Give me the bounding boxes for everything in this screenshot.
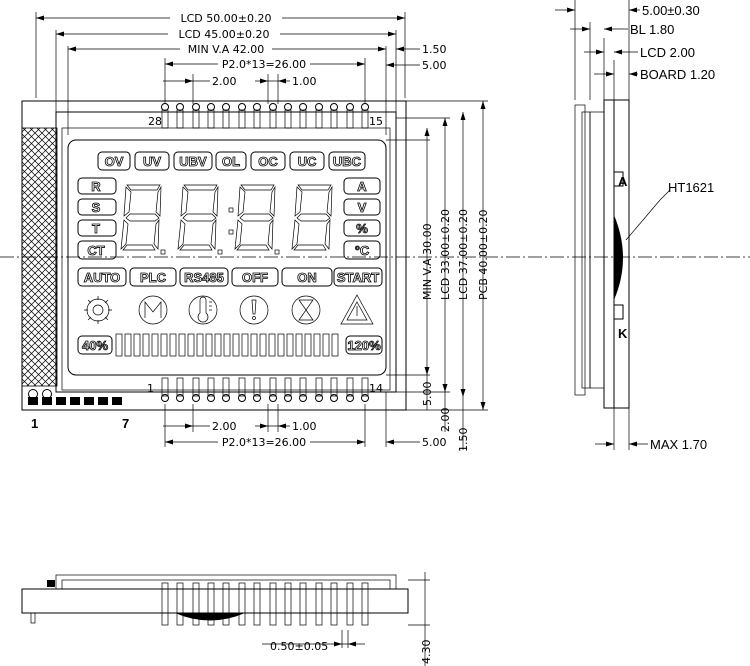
seg-uv: UV — [143, 154, 161, 169]
dim-bottom-500: 5.00 — [422, 436, 447, 449]
alarm-triangle-icon — [340, 294, 374, 325]
seg-plc: PLC — [140, 270, 167, 285]
viewing-area — [67, 139, 387, 376]
bottom-pin-pitch: 0.50±0.05 — [270, 640, 328, 653]
pin-label-14: 14 — [369, 382, 383, 395]
top-dimensions: LCD 50.00±0.20 LCD 45.00±0.20 MIN V.A 42… — [35, 11, 447, 135]
dim-pin-w2-bottom: 2.00 — [212, 420, 237, 433]
bottom-height: 4.30 — [420, 640, 433, 665]
seg-off: OFF — [242, 270, 268, 285]
lcd-glass — [55, 111, 397, 393]
seg-on: ON — [297, 270, 317, 285]
top-pins — [161, 103, 369, 129]
pin-label-1: 1 — [147, 382, 154, 395]
status-row: OV UV UBV OL OC UC UBC — [97, 151, 366, 171]
side-max: MAX 1.70 — [650, 437, 707, 452]
dim-pcb-40: PCB 40.00±0.20 — [477, 209, 490, 300]
seg-120pct: 120% — [347, 338, 381, 353]
seg-a: A — [357, 179, 367, 194]
seg-s: S — [92, 200, 101, 215]
dim-right-500: 5.00 — [422, 59, 447, 72]
side-thickness: 5.00±0.30 — [642, 3, 700, 18]
side-lcd: LCD 2.00 — [640, 45, 695, 60]
gear-icon — [84, 296, 112, 324]
bargraph: 40% 120% — [77, 333, 383, 357]
icon-row — [84, 294, 374, 325]
left-connector — [28, 389, 122, 405]
bottom-dimensions: 2.00 1.00 P2.0*13=26.00 5.00 — [163, 392, 447, 449]
seg-ov: OV — [105, 154, 124, 169]
warning-icon — [239, 295, 269, 325]
seg-ubv: UBV — [179, 154, 207, 169]
thermometer-icon — [188, 295, 218, 325]
dim-pin-w1-bottom: 1.00 — [292, 420, 317, 433]
dim-v-150: 1.50 — [457, 428, 470, 453]
seven-seg-digits — [120, 184, 333, 255]
dim-pin-w1-top: 1.00 — [292, 75, 317, 88]
seg-oc: OC — [258, 154, 278, 169]
pin-label-28: 28 — [148, 115, 162, 128]
phase-column: R S T CT — [77, 177, 117, 260]
dim-pitch-top: P2.0*13=26.00 — [222, 58, 306, 71]
side-view: 5.00±0.30 BL 1.80 LCD 2.00 BOARD 1.20 A … — [555, 0, 715, 452]
motor-icon — [138, 295, 168, 325]
digit-2 — [177, 184, 219, 251]
pin-label-15: 15 — [369, 115, 383, 128]
vertical-dimensions: MIN V.A 30.00 LCD 33.00±0.20 LCD 37.00±0… — [386, 100, 490, 453]
seg-uc: UC — [298, 154, 317, 169]
seg-r: R — [91, 179, 101, 194]
bottom-pins — [161, 377, 369, 402]
mode-row: AUTO PLC RS485 OFF ON START — [77, 267, 383, 287]
dim-pin-w2-top: 2.00 — [212, 75, 237, 88]
digit-1 — [120, 184, 162, 251]
side-board: BOARD 1.20 — [640, 67, 715, 82]
cathode-label: K — [618, 326, 628, 341]
seg-40pct: 40% — [82, 338, 108, 353]
dim-lcd-outer: LCD 50.00±0.20 — [181, 12, 272, 25]
dim-min-va-v: MIN V.A 30.00 — [421, 223, 434, 300]
ic-label: HT1621 — [668, 180, 714, 195]
seg-start: START — [337, 270, 379, 285]
bottom-view: 0.50±0.05 4.30 — [21, 572, 433, 666]
dim-min-va: MIN V.A 42.00 — [188, 43, 265, 56]
seg-t: T — [92, 221, 100, 236]
seg-rs485: RS485 — [184, 270, 224, 285]
dim-lcd-inner: LCD 45.00±0.20 — [179, 28, 270, 41]
seg-ol: OL — [222, 154, 240, 169]
conn-label-7: 7 — [122, 416, 129, 431]
digit-4 — [291, 184, 333, 251]
dim-v-500: 5.00 — [421, 382, 434, 407]
pcb-outline — [21, 100, 407, 411]
seg-percent: % — [356, 221, 368, 236]
digit-3 — [234, 184, 276, 251]
dim-pitch-bottom: P2.0*13=26.00 — [222, 436, 306, 449]
seg-ct: CT — [87, 243, 104, 258]
dim-right-150: 1.50 — [422, 43, 447, 56]
dim-lcd-37: LCD 37.00±0.20 — [457, 209, 470, 300]
unit-column: A V % °C — [343, 177, 381, 260]
dim-v-200: 2.00 — [439, 408, 452, 433]
seg-ubc: UBC — [333, 154, 362, 169]
conn-label-1: 1 — [31, 416, 38, 431]
hourglass-icon — [291, 295, 321, 325]
dim-lcd-33: LCD 33.00±0.20 — [439, 209, 452, 300]
seg-degc: °C — [355, 243, 370, 258]
side-bl: BL 1.80 — [630, 22, 674, 37]
seg-v: V — [358, 200, 367, 215]
anode-label: A — [618, 174, 628, 189]
lcd-module-front: 28 15 1 14 1 7 — [0, 100, 750, 431]
seg-auto: AUTO — [84, 270, 121, 285]
